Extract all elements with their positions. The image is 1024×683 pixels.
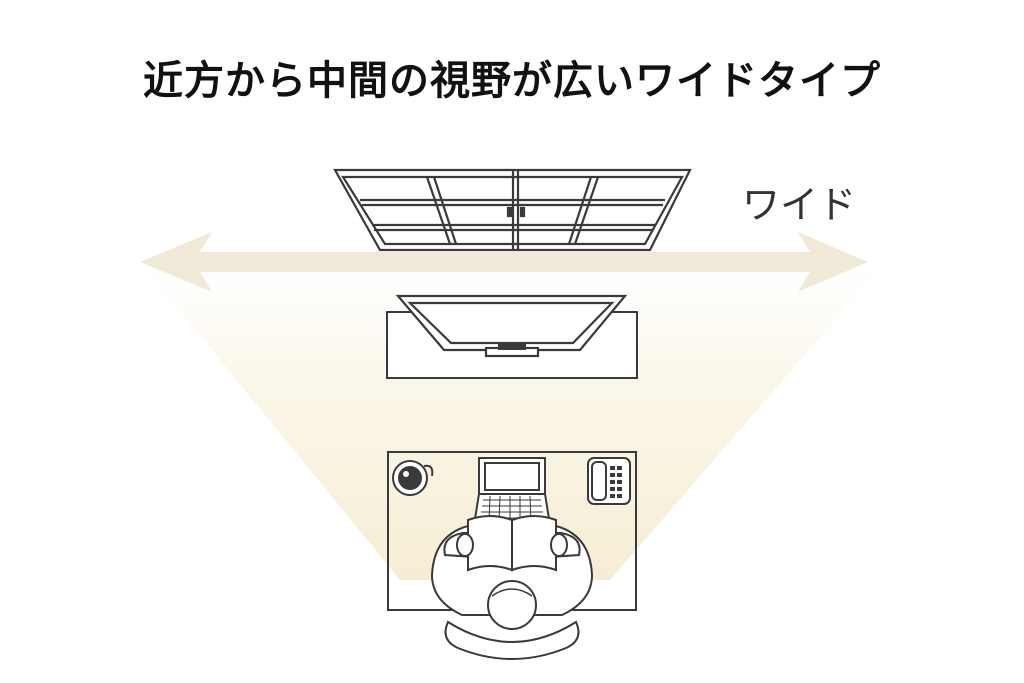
window-icon [333, 168, 692, 252]
tv-icon [395, 294, 628, 358]
coffee-cup-icon [392, 460, 434, 496]
field-of-view-area [140, 262, 885, 580]
telephone-icon [587, 457, 631, 505]
person-reading-icon [430, 515, 594, 660]
page-title: 近方から中間の視野が広いワイドタイプ [143, 58, 881, 104]
laptop-icon [472, 457, 552, 526]
wide-label: ワイド [742, 183, 856, 227]
wide-arrow [140, 232, 868, 292]
